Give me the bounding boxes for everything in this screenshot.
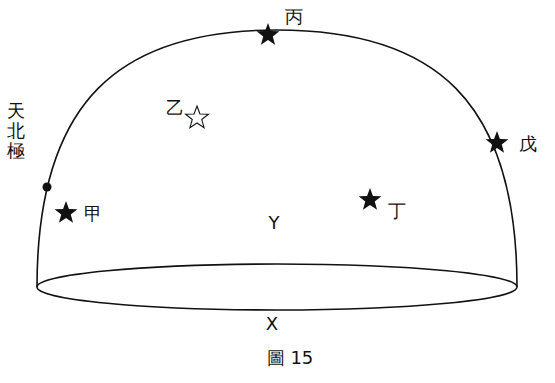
star-label: 丁 [388,201,406,221]
star-label: 乙 [166,98,184,118]
point-label: X [266,314,278,334]
figure-caption: 圖 15 [267,348,314,368]
pole-label: 天北極 [7,101,25,160]
point-label: Y [269,213,280,233]
star-symbol [55,201,78,223]
star-symbol [186,106,209,128]
horizon-ellipse [37,264,517,310]
star-symbol [257,23,280,45]
star-label: 甲 [84,204,102,224]
star-symbol [486,131,509,153]
star-label: 戊 [519,134,537,154]
star-label: 丙 [285,7,303,27]
dome-arc [37,30,517,287]
star-symbol [359,188,382,210]
pole-dot [43,183,52,192]
